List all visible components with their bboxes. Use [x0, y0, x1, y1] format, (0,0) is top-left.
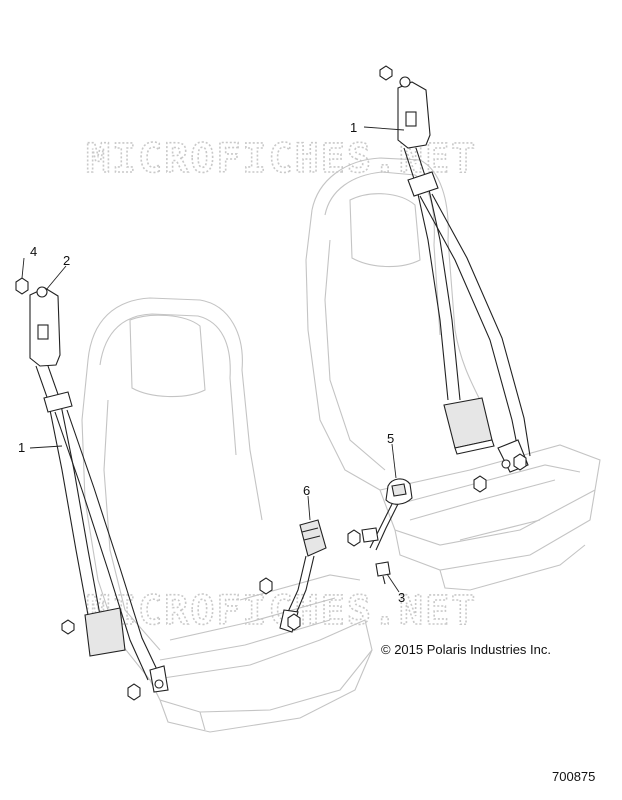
left-seat: [81, 297, 373, 733]
callout-1-left: 1: [18, 440, 25, 455]
left-seatbelt-assembly: [29, 286, 169, 693]
figure-number: 700875: [552, 769, 595, 784]
bolt-3: [375, 561, 391, 577]
callout-4: 4: [30, 244, 37, 259]
nut-4: [15, 277, 29, 295]
copyright-text: © 2015 Polaris Industries Inc.: [381, 642, 551, 657]
callout-3: 3: [398, 590, 405, 605]
callout-2: 2: [63, 253, 70, 268]
callout-6: 6: [303, 483, 310, 498]
leader-lines: [21, 126, 405, 593]
nut-right-top: [379, 65, 393, 81]
right-seatbelt-assembly: [397, 76, 531, 473]
right-seat: [305, 157, 601, 591]
callout-1-right: 1: [350, 120, 357, 135]
buckle-assembly-right: [361, 478, 413, 551]
callout-5: 5: [387, 431, 394, 446]
